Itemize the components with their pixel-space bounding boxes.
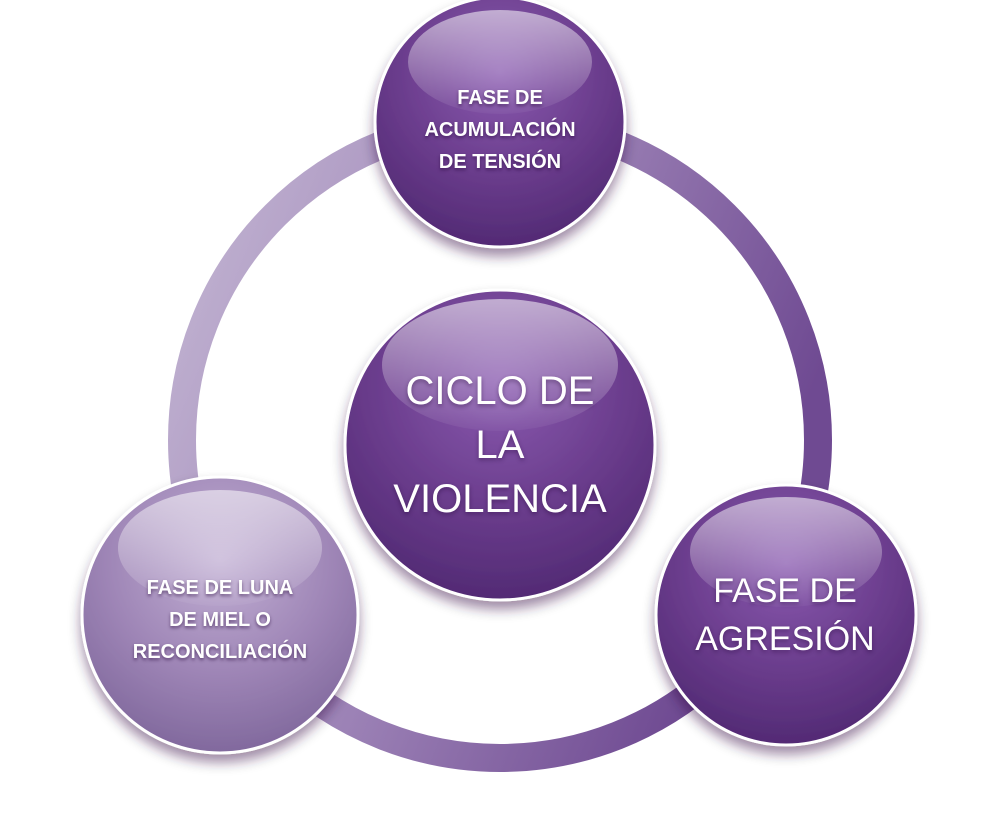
center-label: CICLO DE LA VIOLENCIA [355, 340, 645, 550]
label-line: DE MIEL O [169, 609, 271, 631]
label-line: ACUMULACIÓN [424, 119, 576, 141]
phase-label-reconciliation: FASE DE LUNA DE MIEL O RECONCILIACIÓN [85, 555, 355, 685]
label-line: VIOLENCIA [393, 477, 607, 521]
label-line: FASE DE [713, 572, 857, 610]
label-line: CICLO DE [405, 369, 595, 413]
gloss-highlight [118, 490, 322, 606]
phase-label-tension: FASE DE ACUMULACIÓN DE TENSIÓN [380, 70, 620, 190]
phase-label-aggression: FASE DE AGRESIÓN [665, 545, 905, 685]
gloss-highlight [382, 299, 618, 431]
gloss-highlight [408, 10, 592, 114]
label-line: DE TENSIÓN [438, 151, 562, 173]
label-line: AGRESIÓN [695, 620, 875, 658]
label-line: FASE DE [457, 87, 543, 109]
gloss-highlight [690, 497, 882, 607]
label-line: LA [475, 423, 525, 467]
label-line: RECONCILIACIÓN [132, 641, 308, 663]
label-line: FASE DE LUNA [146, 577, 294, 599]
